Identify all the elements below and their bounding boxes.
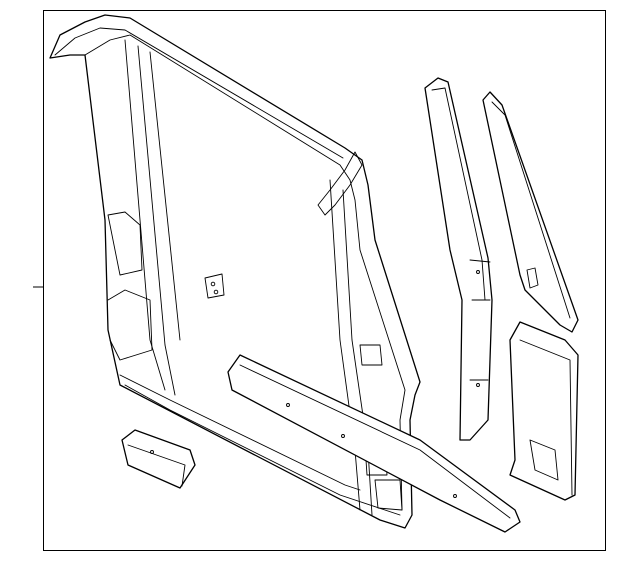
center-pillar-outer [482,91,579,333]
diagram-frame [43,10,606,551]
small-bracket [121,429,196,489]
center-pillar-inner [424,77,493,441]
lower-pillar-bracket [509,321,579,501]
rocker-reinforcement [227,354,521,533]
